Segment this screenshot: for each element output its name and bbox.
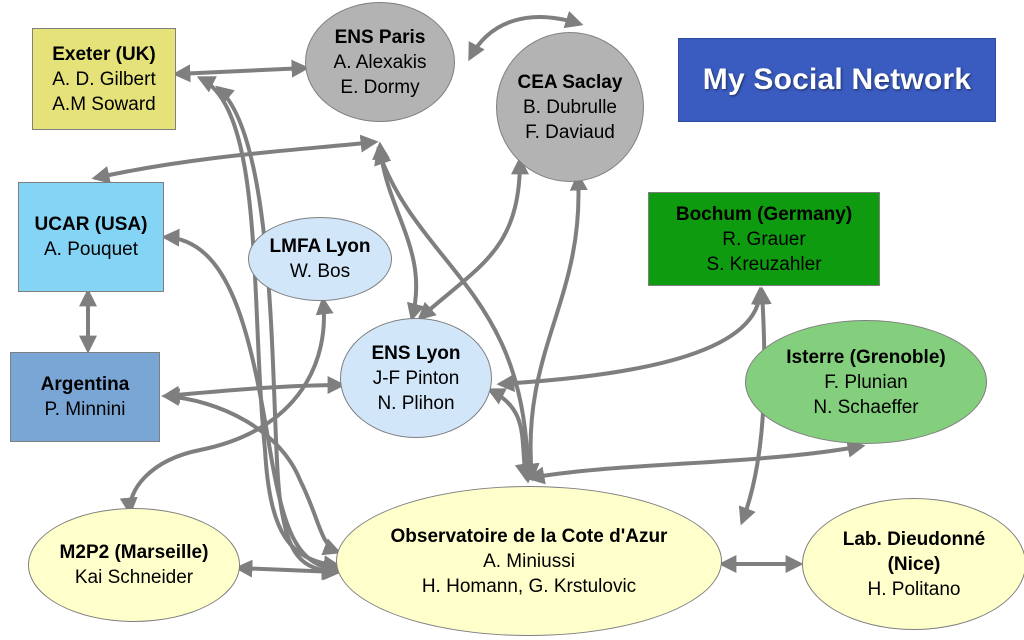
node-person: A. Pouquet	[43, 239, 139, 260]
node-name: Argentina	[40, 374, 130, 395]
diagram-title: My Social Network	[702, 63, 972, 96]
node-person: E. Dormy	[340, 76, 420, 98]
node-name: LMFA Lyon	[269, 236, 371, 257]
node-ucar: UCAR (USA) A. Pouquet	[18, 182, 164, 292]
title-banner: My Social Network	[678, 38, 996, 122]
node-person: F. Plunian	[824, 371, 908, 393]
edge-argentina-ens-lyon	[161, 376, 346, 404]
node-person: R. Grauer	[722, 228, 806, 250]
node-person: A. D. Gilbert	[52, 68, 156, 90]
node-oca: Observatoire de la Cote d'Azur A. Miniuss…	[336, 486, 722, 636]
node-lmfa-lyon: LMFA Lyon W. Bos	[248, 217, 392, 301]
edge-m2p2-oca	[234, 559, 340, 581]
node-cea-saclay: CEA Saclay B. Dubrulle F. Daviaud	[496, 32, 644, 182]
edge-cea-ens-lyon	[417, 156, 529, 321]
node-person: H. Politano	[867, 578, 961, 600]
node-name: M2P2 (Marseille)	[59, 542, 209, 563]
edge-ucar-ens-paris	[91, 134, 379, 184]
node-name: CEA Saclay	[517, 71, 623, 93]
node-name: ENS Paris	[334, 26, 426, 48]
node-person: A. Alexakis	[333, 51, 427, 73]
node-ens-paris: ENS Paris A. Alexakis E. Dormy	[305, 2, 455, 122]
node-dieudonne: Lab. Dieudonné (Nice) H. Politano	[802, 498, 1024, 630]
node-person: Kai Schneider	[74, 567, 194, 588]
edge-cea-oca	[521, 172, 588, 482]
node-person: A.M Soward	[52, 93, 156, 115]
node-person: H. Homann, G. Krstulovic	[421, 575, 637, 597]
node-person: F. Daviaud	[525, 121, 615, 143]
node-person: S. Kreuzahler	[706, 253, 822, 275]
node-person: A. Miniussi	[483, 550, 575, 572]
node-name: Bochum (Germany)	[675, 203, 853, 225]
edge-ens-paris-cea	[468, 11, 584, 62]
node-person: W. Bos	[289, 261, 351, 282]
edge-oca-isterre	[526, 439, 866, 485]
node-person: N. Schaeffer	[813, 396, 919, 418]
node-person: N. Plihon	[377, 392, 455, 414]
node-bochum: Bochum (Germany) R. Grauer S. Kreuzahler	[648, 192, 880, 286]
node-argentina: Argentina P. Minnini	[10, 352, 160, 442]
node-isterre: Isterre (Grenoble) F. Plunian N. Schaeffer	[745, 320, 987, 444]
node-name: Exeter (UK)	[52, 43, 156, 65]
node-person: B. Dubrulle	[523, 96, 617, 118]
node-name: Lab. Dieudonné (Nice)	[842, 528, 986, 575]
node-person: P. Minnini	[44, 399, 126, 420]
node-name: UCAR (USA)	[34, 214, 148, 235]
edge-lmfa-m2p2	[119, 296, 334, 516]
node-person: J-F Pinton	[372, 367, 460, 389]
node-name: ENS Lyon	[371, 342, 461, 364]
edge-exeter-ens-paris	[172, 59, 310, 83]
node-name: Observatoire de la Cote d'Azur	[390, 525, 668, 547]
node-m2p2: M2P2 (Marseille) Kai Schneider	[28, 508, 240, 622]
edge-ens-lyon-oca	[486, 388, 533, 482]
node-name: Isterre (Grenoble)	[786, 346, 946, 368]
